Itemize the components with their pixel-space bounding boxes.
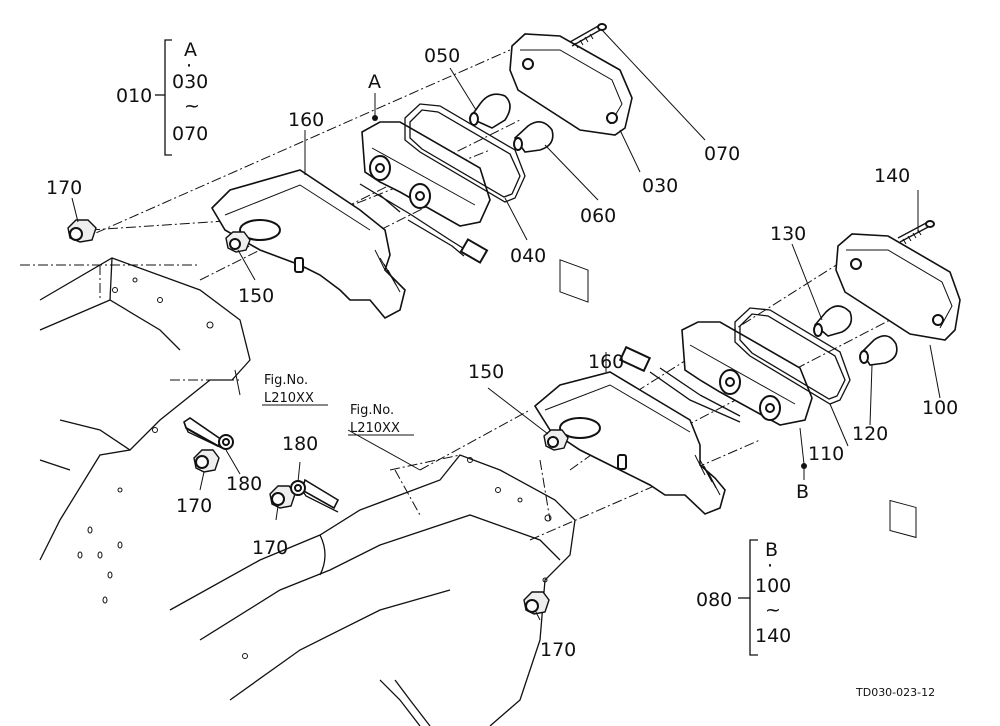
- leader-lines: [71, 29, 941, 621]
- nut-170-c: [269, 485, 296, 509]
- group-ref-b: B: [765, 539, 778, 561]
- callout-040: 040: [510, 245, 546, 267]
- group-label-left: 010 A · 030 ~ 070: [116, 39, 208, 145]
- group-to-left: 070: [172, 123, 208, 145]
- callout-180-b: 180: [282, 433, 318, 455]
- bulb-050: [468, 93, 511, 129]
- lamp-bracket-left: [210, 169, 406, 320]
- figref-right-line1: Fig.No.: [350, 403, 394, 418]
- plate-180-a: [183, 417, 234, 450]
- plate-180-b: [290, 478, 340, 513]
- nut-170-b: [193, 449, 220, 473]
- callout-160-b: 160: [588, 351, 624, 373]
- nut-150-b: [543, 429, 569, 451]
- bulb-060: [513, 121, 554, 153]
- group-number-010: 010: [116, 85, 152, 107]
- callout-130: 130: [770, 223, 806, 245]
- callout-170-d: 170: [540, 639, 576, 661]
- group-dot-right: ·: [767, 555, 773, 577]
- fender-right: [169, 454, 576, 726]
- figref-left-line1: Fig.No.: [264, 373, 308, 388]
- lamp-bracket-right: [533, 371, 726, 515]
- ref-mark-a: A: [368, 71, 381, 93]
- lamp-housing-left: [359, 121, 491, 264]
- group-dot-left: ·: [186, 55, 192, 77]
- callout-100: 100: [922, 397, 958, 419]
- bulb-130: [813, 305, 853, 337]
- group-ref-a: A: [184, 39, 197, 61]
- group-bracket-right: [738, 539, 758, 656]
- gasket-left: [404, 103, 526, 203]
- group-bracket-left: [155, 39, 172, 156]
- ref-mark-b: B: [796, 481, 809, 503]
- callout-170-c: 170: [252, 537, 288, 559]
- callout-030: 030: [642, 175, 678, 197]
- bulb-120: [859, 335, 898, 366]
- callout-140: 140: [874, 165, 910, 187]
- screw-070: [569, 23, 607, 49]
- drawing-code: TD030-023-12: [855, 686, 935, 699]
- group-from-right: 100: [755, 575, 791, 597]
- assembly-axis-right: [419, 249, 891, 541]
- callout-180-a: 180: [226, 473, 262, 495]
- lamp-housing-right: [618, 321, 813, 426]
- fender-left: [20, 257, 251, 604]
- callout-160-a: 160: [288, 109, 324, 131]
- callout-120: 120: [852, 423, 888, 445]
- group-to-right: 140: [755, 625, 791, 647]
- callout-150-b: 150: [468, 361, 504, 383]
- lens-right: [835, 233, 961, 539]
- nut-170-a: [67, 219, 97, 243]
- group-tilde-right: ~: [765, 599, 781, 621]
- callout-110: 110: [808, 443, 844, 465]
- callout-050: 050: [424, 45, 460, 67]
- callout-150-a: 150: [238, 285, 274, 307]
- figref-right-line2: L210XX: [350, 421, 400, 436]
- figref-left-line2: L210XX: [264, 391, 314, 406]
- group-label-right: 080 B · 100 ~ 140: [696, 539, 791, 647]
- nut-170-d: [523, 591, 550, 615]
- nut-150-a: [225, 231, 251, 253]
- screw-140: [897, 220, 935, 245]
- gasket-right: [734, 307, 851, 405]
- lens-left: [509, 33, 633, 303]
- callout-060: 060: [580, 205, 616, 227]
- callout-170-b: 170: [176, 495, 212, 517]
- callout-170-a: 170: [46, 177, 82, 199]
- group-from-left: 030: [172, 71, 208, 93]
- group-tilde-left: ~: [184, 95, 200, 117]
- callout-070: 070: [704, 143, 740, 165]
- group-number-080: 080: [696, 589, 732, 611]
